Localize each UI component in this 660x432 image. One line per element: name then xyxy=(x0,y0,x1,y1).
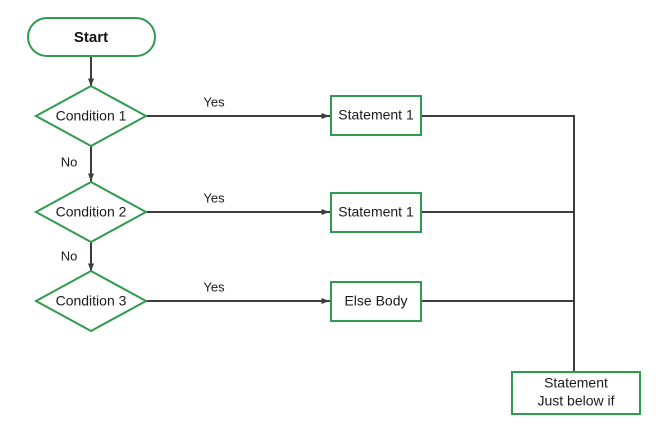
edge-label-no-condition2: No xyxy=(61,248,78,263)
edge-label-no-condition1: No xyxy=(61,154,78,169)
node-condition1-shape[interactable] xyxy=(33,84,149,148)
node-afterif-label-line1: Statement xyxy=(544,375,608,391)
node-condition2-label: Condition 2 xyxy=(56,204,127,220)
node-elsebody-label: Else Body xyxy=(344,293,407,309)
node-afterif-label-line2: Just below if xyxy=(537,393,614,409)
node-condition1-label: Condition 1 xyxy=(56,108,127,124)
node-afterif-shape[interactable] xyxy=(511,371,641,415)
node-elsebody-shape[interactable] xyxy=(330,281,422,322)
node-statement1-label: Statement 1 xyxy=(338,107,414,123)
edge-label-yes-condition2: Yes xyxy=(203,190,225,205)
node-statement1-shape[interactable] xyxy=(330,95,422,136)
node-statement2-shape[interactable] xyxy=(330,192,422,233)
node-condition3-shape[interactable] xyxy=(33,269,149,333)
node-condition2-shape[interactable] xyxy=(33,180,149,244)
node-condition3-label: Condition 3 xyxy=(56,293,127,309)
edge-label-yes-condition3: Yes xyxy=(203,279,225,294)
node-statement2-label: Statement 1 xyxy=(338,204,414,220)
node-start-shape[interactable] xyxy=(27,17,156,57)
edge-label-yes-condition1: Yes xyxy=(203,94,225,109)
node-start-label: Start xyxy=(74,29,108,46)
